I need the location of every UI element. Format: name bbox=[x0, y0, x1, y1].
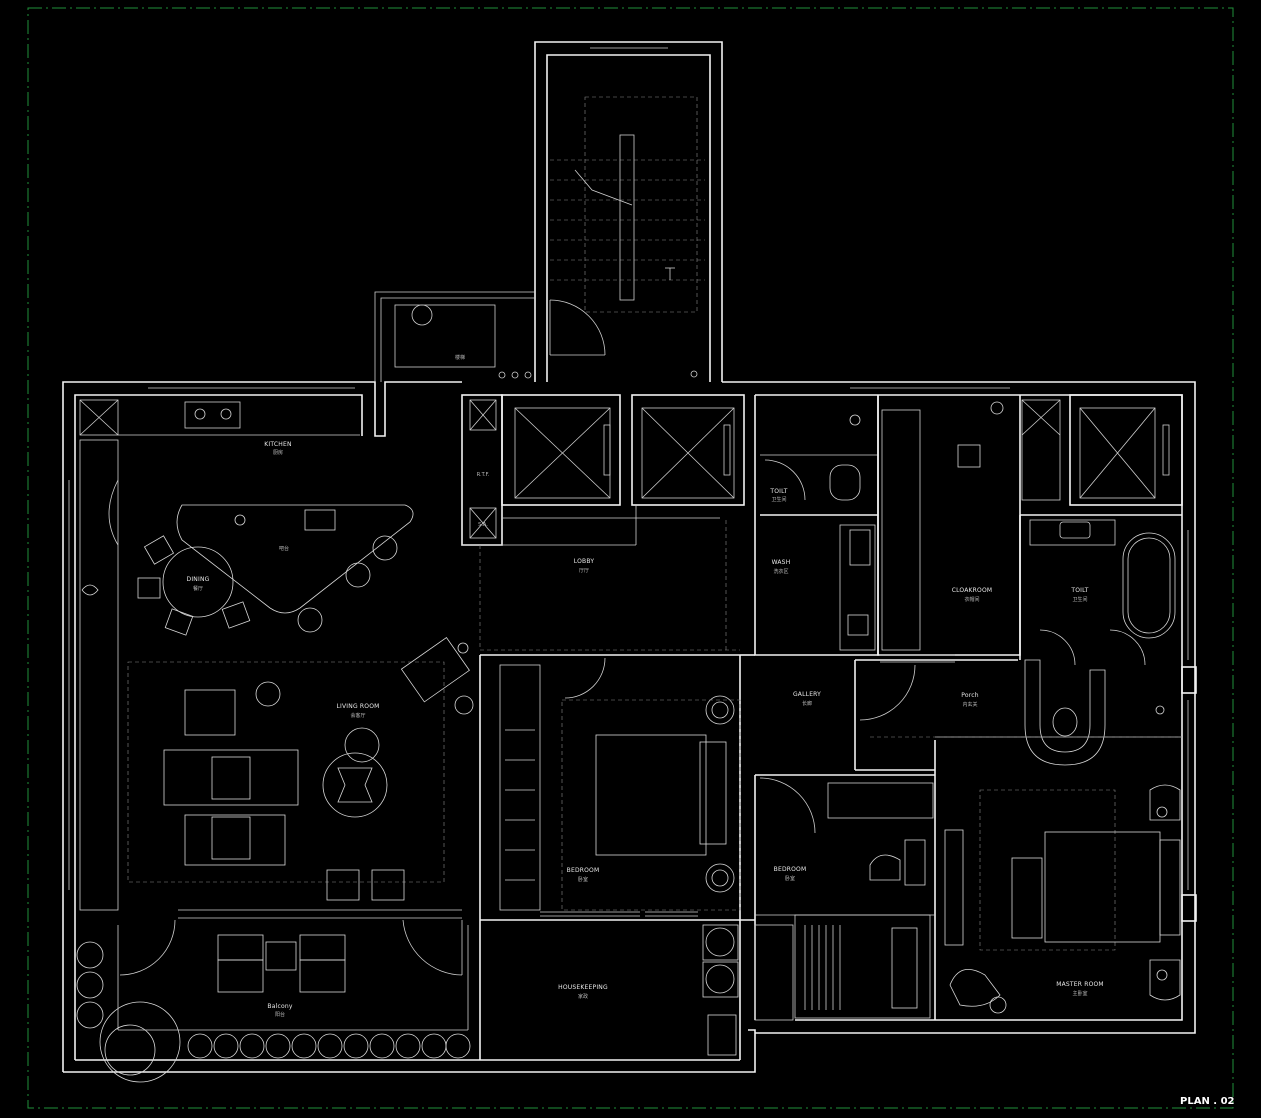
label-toilet-2: TOILT bbox=[1070, 587, 1088, 594]
room-labels: KITCHEN 厨房 吧台 DINING 餐厅 LIVING ROOM 会客厅 … bbox=[187, 354, 1104, 1018]
label-toilet-1-cn: 卫生间 bbox=[771, 496, 786, 503]
label-gallery-cn: 长廊 bbox=[802, 700, 812, 707]
label-rtf: R.T.F. bbox=[477, 472, 490, 478]
label-balcony-cn: 阳台 bbox=[275, 1011, 285, 1018]
exterior-walls bbox=[62, 41, 1197, 1073]
label-balcony: Balcony bbox=[267, 1003, 292, 1010]
label-wash: WASH bbox=[772, 559, 791, 566]
stairs bbox=[549, 96, 705, 378]
yard-details bbox=[394, 304, 532, 379]
label-kitchen-cn: 厨房 bbox=[273, 449, 283, 456]
label-kitchen: KITCHEN bbox=[264, 441, 291, 448]
label-lobby: LOBBY bbox=[574, 558, 595, 565]
label-bedroom-2-cn: 卧室 bbox=[785, 875, 795, 882]
label-toilet-1: TOILT bbox=[769, 488, 787, 495]
label-wash-cn: 洗衣区 bbox=[773, 568, 788, 575]
label-cloakroom-cn: 衣帽间 bbox=[964, 596, 979, 603]
label-island-cn: 吧台 bbox=[279, 545, 289, 552]
label-housekeeping-cn: 家政 bbox=[578, 993, 588, 1000]
dashed-lines bbox=[479, 520, 1182, 738]
label-bedroom-2: BEDROOM bbox=[774, 866, 807, 873]
label-living: LIVING ROOM bbox=[336, 703, 379, 710]
label-gallery: GALLERY bbox=[793, 691, 821, 698]
drawing-frame bbox=[27, 7, 1234, 1109]
doors bbox=[108, 459, 1146, 976]
label-lobby-cn: 厅厅 bbox=[579, 568, 589, 574]
windows bbox=[68, 47, 1189, 919]
label-dining-cn: 餐厅 bbox=[193, 585, 203, 592]
label-porch: Porch bbox=[961, 692, 979, 699]
label-sa: S.A. bbox=[478, 522, 488, 528]
label-dining: DINING bbox=[187, 576, 210, 583]
label-master-room-cn: 主卧室 bbox=[1072, 990, 1087, 997]
label-living-cn: 会客厅 bbox=[350, 712, 365, 719]
label-master-room: MASTER ROOM bbox=[1056, 981, 1104, 988]
label-housekeeping: HOUSEKEEPING bbox=[558, 984, 608, 991]
label-toilet-2-cn: 卫生间 bbox=[1072, 596, 1087, 603]
furniture bbox=[76, 401, 1181, 1083]
label-stair-cn: 楼梯 bbox=[455, 354, 465, 361]
drawing-title: PLAN . 02 bbox=[1180, 1096, 1235, 1107]
label-cloakroom: CLOAKROOM bbox=[952, 587, 993, 594]
label-bedroom-1-cn: 卧室 bbox=[578, 876, 588, 883]
label-porch-cn: 内玄关 bbox=[962, 701, 977, 708]
label-bedroom-1: BEDROOM bbox=[567, 867, 600, 874]
